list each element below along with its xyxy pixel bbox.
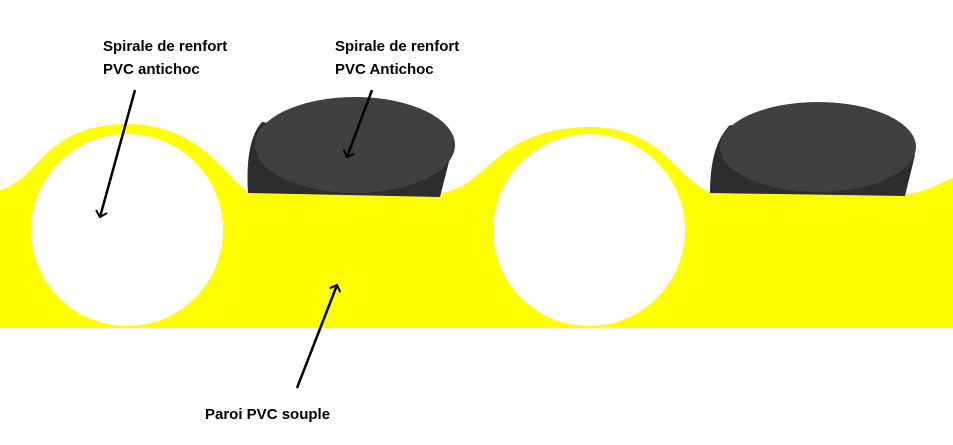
right-spiral-hollow	[493, 134, 685, 326]
right-dark-spiral	[710, 102, 916, 196]
flexible-pvc-wall	[0, 124, 953, 328]
right-spiral-label-line1: Spirale de renfort	[335, 38, 459, 55]
right-spiral-label-line2: PVC Antichoc	[335, 61, 434, 78]
left-spiral-label-line2: PVC antichoc	[103, 61, 200, 78]
left-spiral-hollow	[31, 134, 223, 326]
wall-label: Paroi PVC souple	[205, 406, 330, 423]
left-dark-spiral-top	[255, 97, 455, 193]
arrow-right-spiral	[347, 89, 374, 157]
left-dark-spiral	[247, 97, 455, 197]
right-dark-spiral-top	[720, 102, 916, 192]
arrow-wall	[295, 285, 337, 389]
left-spiral-label-line1: Spirale de renfort	[103, 38, 227, 55]
arrow-left-spiral	[100, 89, 137, 217]
